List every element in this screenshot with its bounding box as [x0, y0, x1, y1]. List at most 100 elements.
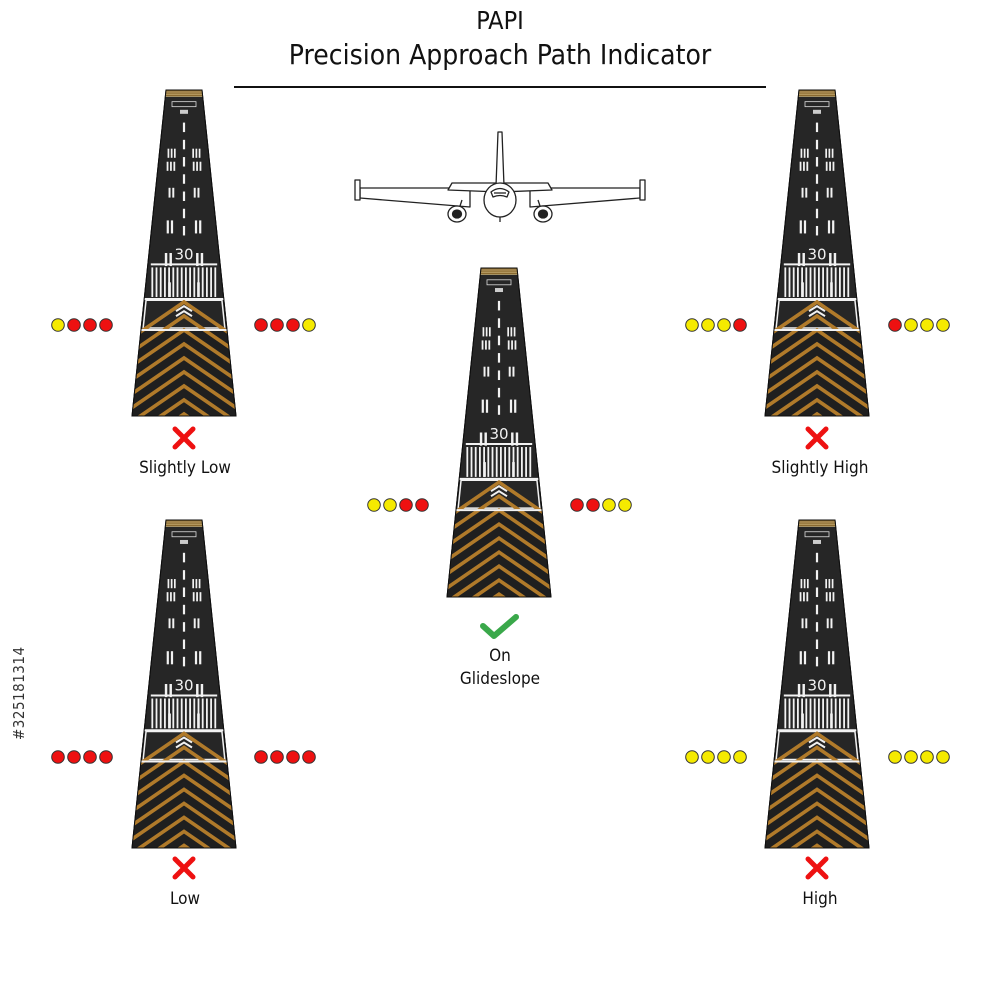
touchdown-mark: [805, 618, 808, 629]
blast-pad-chevron: [132, 787, 236, 846]
touchdown-mark: [170, 220, 174, 234]
centerline-dash: [815, 139, 819, 150]
threshold-key: [847, 698, 850, 729]
touchdown-mark: [196, 684, 199, 698]
touchdown-mark: [199, 220, 202, 234]
touchdown-mark: [481, 399, 484, 413]
threshold-key: [797, 267, 799, 298]
threshold-key: [205, 267, 208, 298]
touchdown-mark: [167, 579, 170, 589]
touchdown-mark: [803, 592, 805, 602]
touchdown-mark: [830, 187, 833, 198]
threshold-key: [483, 447, 486, 477]
touchdown-mark: [507, 340, 510, 350]
arrow-box: [775, 299, 859, 329]
threshold-key: [151, 267, 154, 298]
touchdown-mark: [799, 592, 802, 602]
threshold-arrow: [175, 304, 193, 312]
arrow-box: [775, 730, 859, 761]
centerline-dash: [497, 405, 501, 415]
papi-light-red: [254, 318, 268, 332]
title-papi: PAPI: [476, 6, 524, 35]
papi-light-red: [570, 498, 584, 512]
touchdown-mark: [512, 366, 515, 377]
threshold-key: [784, 698, 787, 729]
threshold-key: [197, 698, 200, 729]
threshold-key: [500, 447, 502, 477]
blast-pad-chevron: [765, 745, 869, 804]
centerline-dash: [182, 587, 186, 598]
touchdown-mark: [829, 592, 831, 602]
papi-light-white: [920, 318, 934, 332]
touchdown-mark: [169, 253, 172, 267]
threshold-key: [201, 267, 204, 298]
papi-lights-left: [367, 498, 429, 512]
centerline-dash: [497, 318, 501, 328]
threshold-key: [805, 698, 808, 729]
threshold-key: [792, 698, 795, 729]
touchdown-mark: [826, 187, 829, 198]
blast-pad: [132, 299, 236, 416]
centerline-dash: [815, 174, 819, 184]
far-threshold-mark: [171, 101, 197, 108]
papi-light-red: [302, 750, 316, 764]
panel-low: 30: [51, 519, 316, 880]
papi-light-red: [83, 750, 97, 764]
papi-lights-right: [888, 318, 950, 332]
threshold-key: [826, 698, 829, 729]
centerline-dash: [182, 225, 186, 236]
runway-far-end: [765, 90, 869, 97]
papi-light-white: [733, 750, 747, 764]
threshold-arrow: [175, 309, 193, 317]
blast-pad-chevron: [132, 355, 236, 415]
touchdown-mark: [168, 618, 171, 629]
blast-pad-chevron: [132, 313, 236, 373]
touchdown-mark: [508, 366, 511, 377]
touchdown-mark: [195, 148, 198, 158]
threshold-key: [164, 698, 166, 729]
touchdown-mark: [485, 327, 488, 337]
touchdown-mark: [825, 148, 828, 158]
centerline-dash: [815, 587, 819, 598]
touchdown-mark: [192, 161, 195, 171]
touchdown-mark: [800, 579, 803, 589]
threshold-key: [784, 267, 787, 298]
touchdown-mark: [509, 399, 513, 413]
threshold-key: [466, 447, 469, 477]
touchdown-mark: [832, 651, 835, 665]
threshold-key: [508, 447, 511, 477]
touchdown-mark: [511, 340, 513, 350]
blast-pad-chevron: [447, 493, 551, 553]
touchdown-mark: [803, 579, 806, 589]
threshold-key: [529, 447, 532, 477]
centerline-dash: [815, 191, 819, 202]
touchdown-mark: [196, 592, 198, 602]
touchdown-mark: [806, 148, 809, 158]
threshold-key: [788, 698, 791, 729]
threshold-key: [176, 267, 179, 298]
touchdown-mark: [200, 253, 204, 267]
label-on-line: On: [489, 646, 511, 666]
cross-icon: [172, 426, 196, 450]
touchdown-mark: [198, 579, 201, 589]
panel-high: 30: [685, 519, 950, 880]
blast-pad-chevron: [447, 479, 551, 539]
panel-on-glideslope: 30: [367, 267, 632, 639]
papi-light-red: [270, 750, 284, 764]
stock-id: #325181314: [10, 646, 28, 740]
far-number-mark: [495, 288, 503, 293]
threshold-key: [801, 698, 804, 729]
centerline-dash: [497, 353, 501, 363]
threshold-key: [843, 698, 845, 729]
centerline-dash: [182, 174, 186, 184]
papi-light-red: [415, 498, 429, 512]
runway-far-end: [132, 520, 236, 527]
threshold-key: [197, 267, 200, 298]
centerline-dash: [815, 622, 819, 632]
cross-icon: [805, 856, 829, 880]
touchdown-mark: [192, 592, 195, 602]
threshold-arrow: [808, 736, 826, 744]
touchdown-mark: [515, 432, 519, 446]
threshold-key: [168, 267, 171, 298]
centerline-dash: [182, 157, 186, 167]
